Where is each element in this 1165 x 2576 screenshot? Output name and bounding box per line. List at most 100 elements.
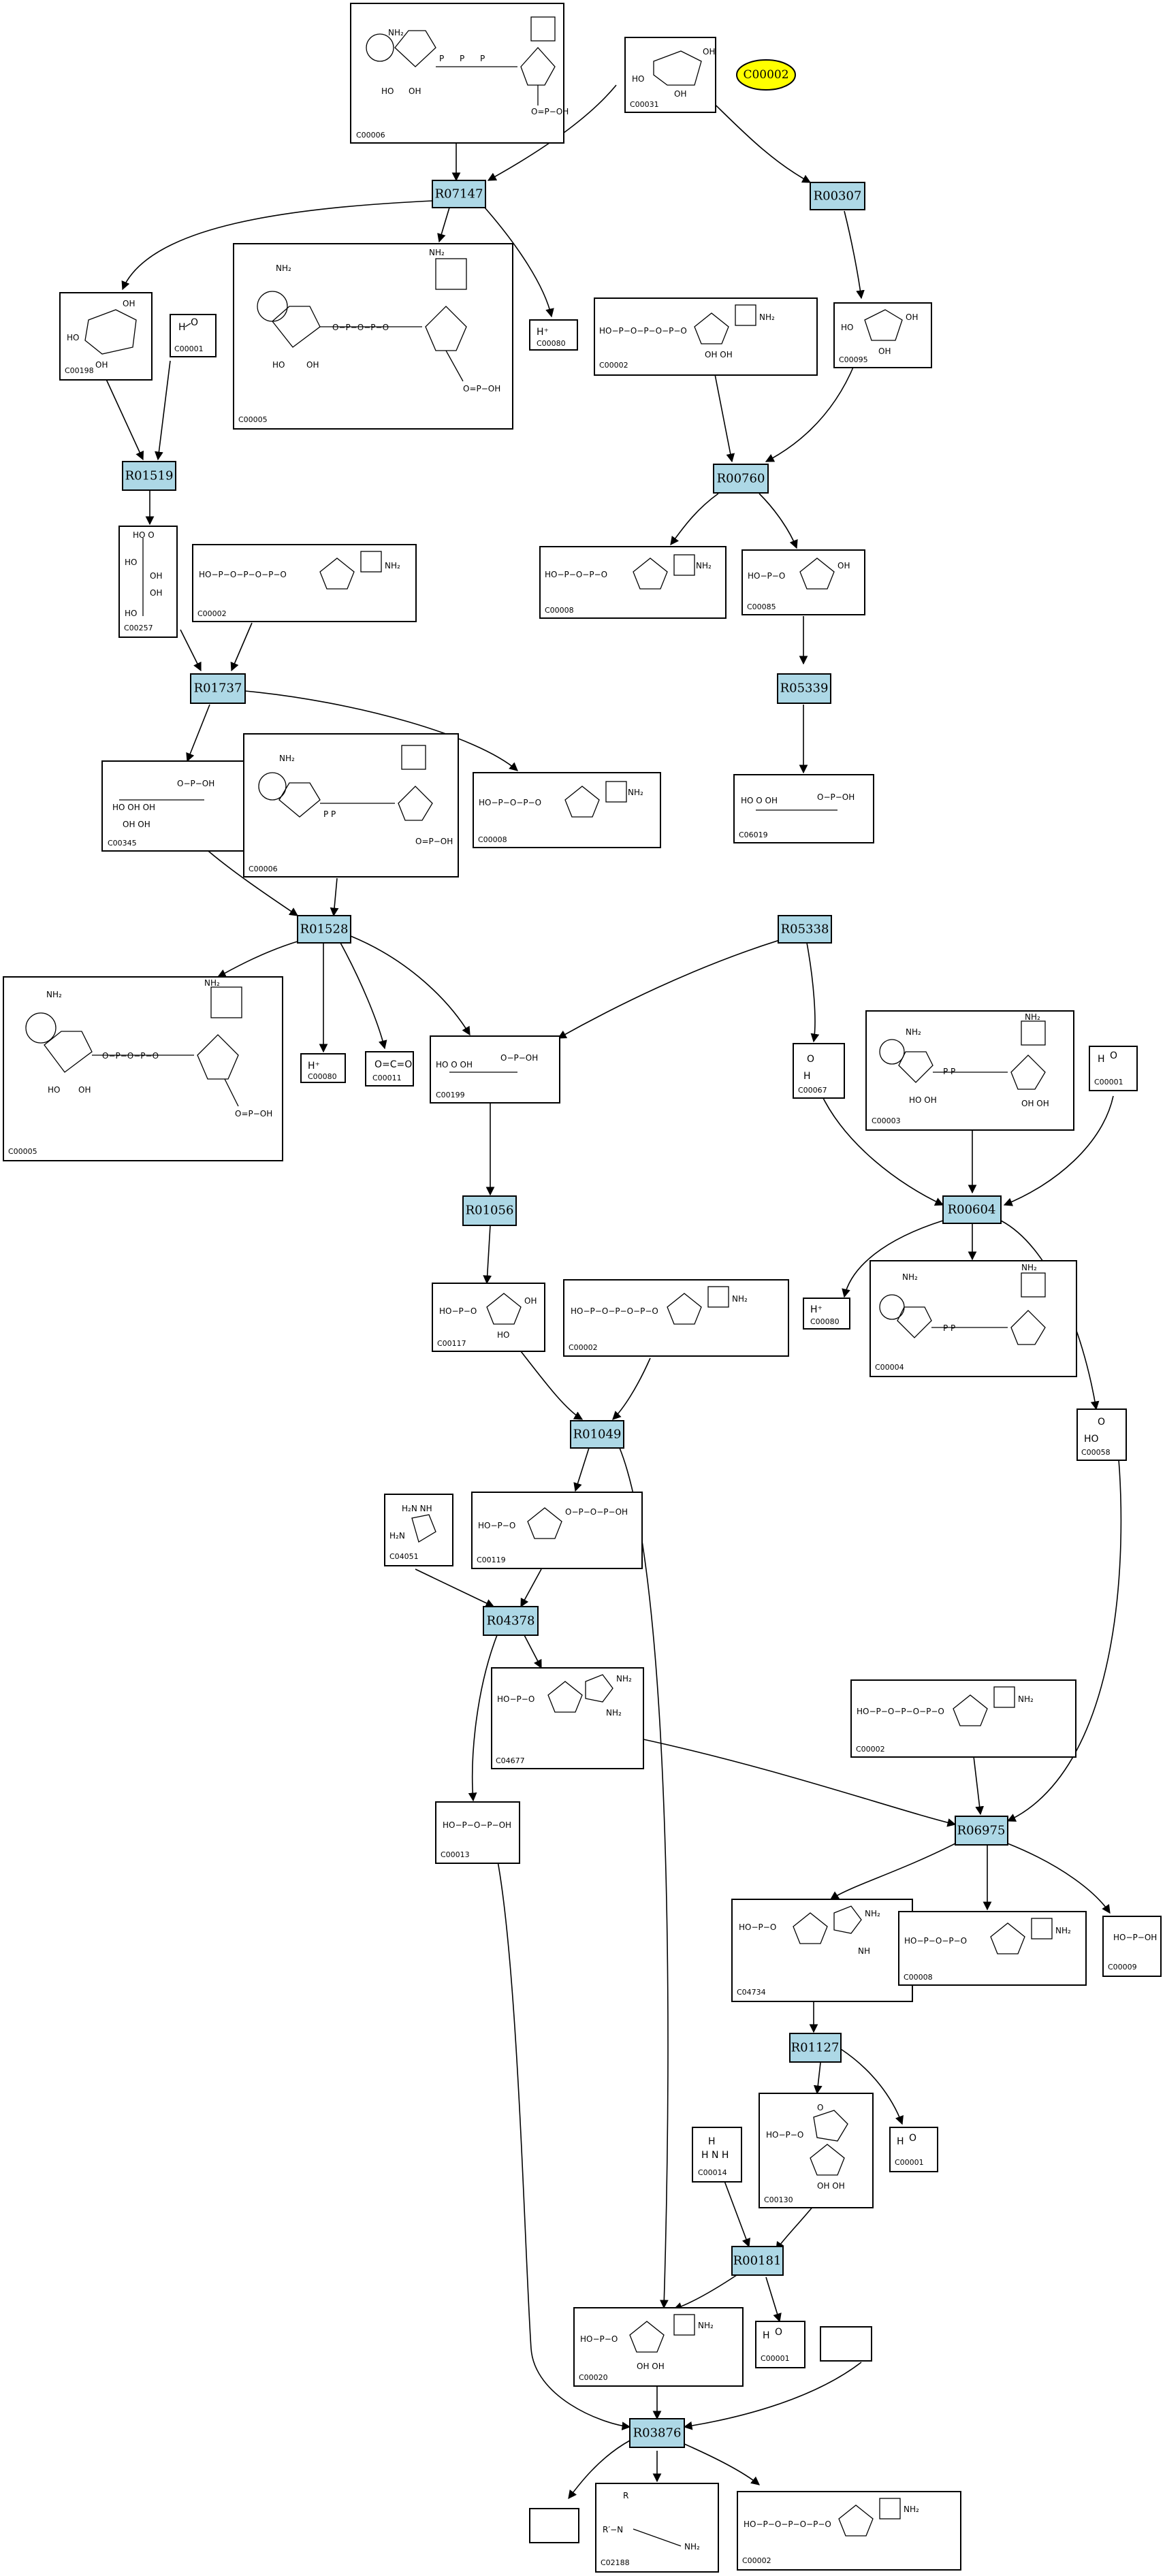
svg-text:OH: OH [409,86,421,96]
compound-node[interactable]: NH₂ P P O=P−OH C00006 [243,733,459,878]
edge [244,690,518,771]
edge [820,1092,944,1206]
compound-id: C04051 [389,1552,419,1561]
svg-text:NH₂: NH₂ [1055,1926,1071,1935]
reaction-label: R05338 [781,922,829,937]
compound-node[interactable]: HO−P−O NH₂ OH OH C00020 [573,2307,744,2387]
compound-node[interactable]: H⁺ C00080 [300,1053,346,1083]
compound-node[interactable]: O=C=O C00011 [365,1051,414,1086]
svg-text:HO−P−O: HO−P−O [497,1694,534,1704]
reaction-node[interactable]: R00181 [731,2246,784,2276]
svg-text:HO−P−O: HO−P−O [478,1521,515,1530]
svg-text:HO: HO [381,86,394,96]
edge [524,1635,542,1669]
compound-node[interactable]: HO−P−O−P−O−P−O NH₂ C00002 [192,544,417,622]
svg-text:OH: OH [524,1296,537,1306]
reaction-node[interactable]: R00604 [942,1195,1002,1224]
svg-text:R: R [623,2491,628,2500]
compound-node[interactable]: H⁺ C00080 [529,319,578,351]
reaction-node[interactable]: R05339 [777,673,831,704]
svg-text:O: O [191,317,198,328]
reaction-label: R05339 [780,681,829,696]
reaction-node[interactable]: R07147 [432,180,486,208]
compound-node[interactable]: HO OH OH O−P−OH OH OH C00345 [101,760,246,852]
compound-node[interactable]: HO−P−O O−P−O−P−OH C00119 [471,1492,643,1569]
compound-node[interactable]: HO O OH O−P−OH C00199 [430,1035,560,1104]
compound-node[interactable]: HO O OH O−P−OH C06019 [733,774,874,843]
compound-node[interactable]: R R′−N NH₂ C02188 [595,2483,719,2573]
compound-node[interactable]: O HO C00058 [1076,1408,1127,1461]
reaction-node[interactable]: R03876 [629,2418,685,2448]
edge [683,2362,862,2430]
svg-text:HO: HO [48,1085,60,1095]
edge [714,374,735,463]
svg-text:OH OH: OH OH [123,820,150,829]
compound-id: C00058 [1081,1448,1111,1457]
svg-text:HO−P−O−P−O: HO−P−O−P−O [904,1936,967,1946]
compound-node[interactable]: HO−P−O−P−O−P−O NH₂ C00002 [850,1679,1076,1758]
compound-node[interactable]: HO−P−O−P−O NH₂ C00008 [473,772,661,848]
compound-id: C00008 [545,606,574,615]
reaction-node[interactable]: R01056 [462,1195,517,1226]
edge [121,200,433,291]
svg-text:HO OH: HO OH [909,1095,937,1105]
reaction-node[interactable]: R00760 [713,464,769,494]
reaction-node[interactable]: R01049 [570,1420,624,1449]
svg-text:HO: HO [125,609,137,618]
svg-text:O: O [807,1054,814,1065]
compound-node[interactable]: HO−P−O−P−O−P−O NH₂ C00002 [563,1279,789,1357]
compound-id: C00001 [895,2158,924,2167]
compound-node[interactable]: HO−P−O−P−O−P−O NH₂ OH OH C00002 [594,297,818,376]
svg-text:HO: HO [632,74,644,84]
reaction-node[interactable]: R05338 [778,915,832,944]
compound-node[interactable]: H⁺ C00080 [803,1298,850,1330]
reaction-node[interactable]: R04378 [483,1606,539,1636]
compound-id: C00002 [856,1745,885,1754]
compound-node-empty[interactable] [820,2326,872,2362]
reaction-label: R04378 [487,1614,535,1628]
compound-node[interactable]: O H C00067 [793,1043,845,1099]
compound-node[interactable]: HO−P−OH C00009 [1102,1916,1162,1977]
compound-node[interactable]: HO−P−O−P−OH C00013 [435,1801,520,1864]
svg-text:P: P [439,54,444,63]
reaction-node[interactable]: R01737 [190,673,246,704]
compound-node[interactable]: HO−P−O−P−O−P−O NH₂ C00002 [737,2491,961,2571]
compound-node[interactable]: HO−P−O−P−O NH₂ C00008 [539,546,727,619]
svg-text:HO: HO [272,360,285,370]
edge [568,2440,631,2500]
reaction-node[interactable]: R01519 [122,461,176,491]
reaction-label: R01519 [125,469,174,483]
reaction-node[interactable]: R01127 [789,2033,842,2063]
reaction-node[interactable]: R06975 [955,1816,1008,1846]
compound-node[interactable]: HO−P−O−P−O NH₂ C00008 [898,1911,1087,1986]
compound-id: C00006 [356,131,385,140]
edge [1007,1843,1111,1914]
compound-node[interactable]: H H N H C00014 [692,2127,742,2183]
compound-node[interactable]: O HO−P−O OH OH C00130 [759,2093,874,2208]
reaction-node[interactable]: R00307 [810,182,865,210]
compound-id: C00095 [839,355,868,364]
reaction-node[interactable]: R01528 [297,915,351,944]
edge [483,1225,492,1285]
compound-node-empty[interactable] [529,2508,579,2543]
highlight-compound[interactable]: C00002 [736,59,796,91]
compound-node[interactable]: H₂N NH H₂N C04051 [384,1494,453,1566]
compound-node[interactable]: HO−P−O OH C00085 [741,549,865,615]
svg-text:OH OH: OH OH [637,2362,665,2371]
